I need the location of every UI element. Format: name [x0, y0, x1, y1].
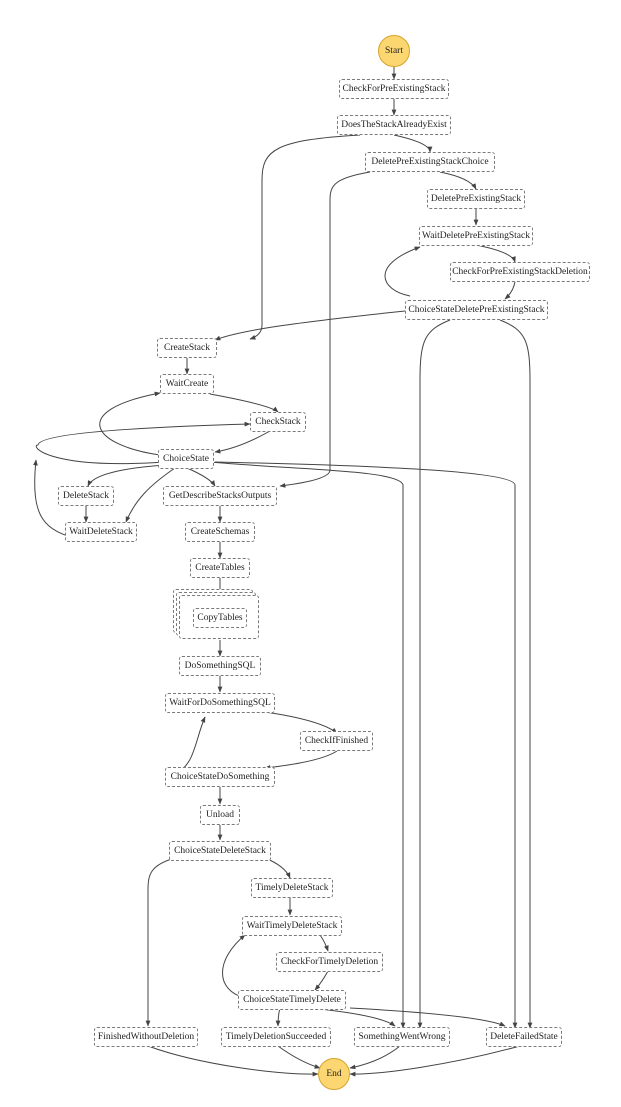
state-finished-without-deletion[interactable]: FinishedWithoutDeletion — [94, 1027, 198, 1047]
state-delete-pre-existing-stack[interactable]: DeletePreExistingStack — [427, 189, 525, 209]
state-check-for-pre-existing-stack[interactable]: CheckForPreExistingStack — [339, 79, 449, 99]
state-delete-stack[interactable]: DeleteStack — [58, 486, 114, 506]
edge — [349, 1007, 506, 1027]
state-check-for-pre-existing-stack-deletion[interactable]: CheckForPreExistingStackDeletion — [450, 262, 590, 282]
state-check-if-finished[interactable]: CheckIfFinished — [300, 731, 373, 751]
state-choice-state[interactable]: ChoiceState — [158, 449, 214, 469]
state-wait-delete-stack[interactable]: WaitDeleteStack — [65, 522, 137, 542]
edge — [222, 934, 246, 999]
edge — [384, 246, 421, 297]
state-wait-create[interactable]: WaitCreate — [160, 374, 214, 394]
state-choice-state-do-something[interactable]: ChoiceStateDoSomething — [165, 767, 275, 787]
edge — [147, 1045, 319, 1077]
edge — [499, 319, 533, 1029]
edge — [314, 970, 329, 991]
edge — [309, 1007, 396, 1027]
state-delete-failed-state[interactable]: DeleteFailedState — [486, 1027, 562, 1047]
edge — [99, 391, 161, 456]
edge — [214, 430, 271, 454]
edge — [319, 934, 329, 952]
edge — [393, 134, 433, 153]
edge — [264, 711, 338, 734]
state-create-schemas[interactable]: CreateSchemas — [185, 522, 255, 542]
state-choice-state-timely-delete[interactable]: ChoiceStateTimelyDelete — [238, 990, 346, 1010]
edge — [145, 857, 176, 1027]
edge — [125, 467, 176, 523]
edge — [417, 319, 451, 1029]
state-delete-pre-existing-stack-choice[interactable]: DeletePreExistingStackChoice — [365, 152, 495, 172]
state-choice-state-delete-pre-existing-stack[interactable]: ChoiceStateDeletePreExistingStack — [405, 300, 548, 320]
state-choice-state-delete-stack[interactable]: ChoiceStateDeleteStack — [169, 841, 271, 861]
edge — [209, 461, 406, 1029]
state-wait-delete-pre-existing-stack[interactable]: WaitDeletePreExistingStack — [419, 226, 533, 246]
edge — [275, 1007, 281, 1027]
edge — [214, 310, 406, 341]
edge — [439, 171, 477, 190]
end-state[interactable]: End — [318, 1058, 350, 1090]
state-wait-for-do-something-sql[interactable]: WaitForDoSomethingSQL — [165, 693, 275, 713]
edge — [475, 244, 516, 263]
edge — [186, 467, 216, 487]
edge — [35, 421, 251, 465]
edge — [264, 857, 291, 879]
edge — [349, 1045, 521, 1077]
edge — [87, 464, 166, 487]
state-check-stack[interactable]: CheckStack — [250, 412, 306, 432]
edge — [349, 1045, 401, 1070]
edge — [249, 134, 361, 340]
edge — [174, 716, 206, 775]
state-unload[interactable]: Unload — [200, 805, 240, 825]
edge — [264, 750, 338, 770]
state-copy-tables[interactable]: CopyTables — [193, 608, 247, 628]
edge — [209, 393, 279, 413]
edge — [277, 1045, 321, 1069]
state-check-for-timely-deletion[interactable]: CheckForTimelyDeletion — [276, 952, 383, 972]
state-timely-deletion-succeeded[interactable]: TimelyDeletionSucceeded — [221, 1027, 331, 1047]
state-create-tables[interactable]: CreateTables — [190, 558, 250, 578]
state-create-stack[interactable]: CreateStack — [157, 338, 217, 358]
state-do-something-sql[interactable]: DoSomethingSQL — [179, 656, 261, 676]
edge — [214, 461, 518, 1029]
start-state[interactable]: Start — [378, 35, 410, 67]
state-wait-timely-delete-stack[interactable]: WaitTimelyDeleteStack — [242, 916, 342, 936]
state-get-describe-stacks-outputs[interactable]: GetDescribeStacksOutputs — [163, 486, 277, 506]
edge — [504, 281, 516, 300]
state-does-the-stack-already-exist[interactable]: DoesTheStackAlreadyExist — [337, 115, 451, 135]
edge — [279, 171, 371, 488]
state-something-went-wrong[interactable]: SomethingWentWrong — [354, 1027, 450, 1047]
state-timely-delete-stack[interactable]: TimelyDeleteStack — [251, 878, 333, 898]
